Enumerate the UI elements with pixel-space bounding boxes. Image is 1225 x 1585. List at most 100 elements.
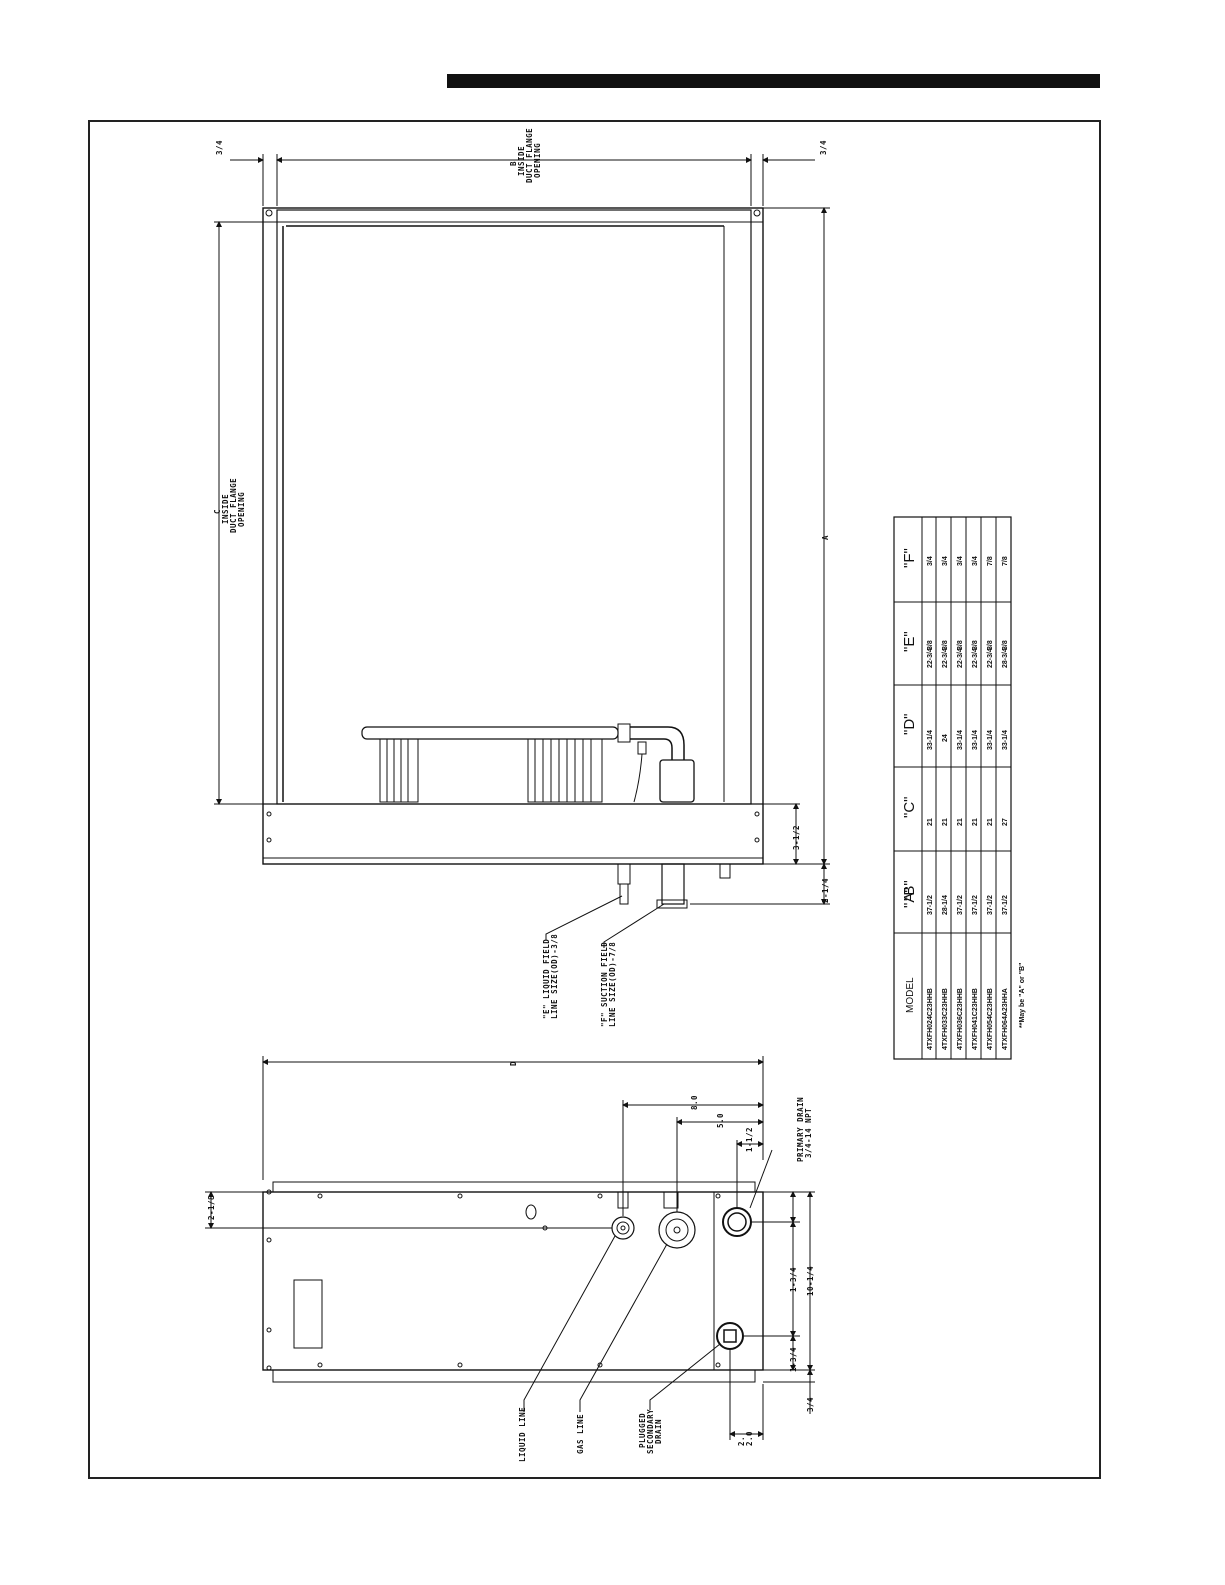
c-line3: OPENING [237,492,246,527]
front-inner-opening [276,209,752,805]
c-line2: DUCT FLANGE [229,478,238,533]
table-cell: 28-3/4 [1002,648,1009,668]
dim-2-1-8: 2-1/8 [207,1195,216,1220]
table-header-f: "F" [901,548,918,568]
dim-2-0-a: 2. [737,1436,746,1446]
table-cell: 3/8 [987,640,994,650]
dim-1-3-4-b: 1-3/4 [789,1347,798,1372]
table-cell: 4TXFH041C23HHB [972,988,979,1050]
table-cell: 3/8 [927,640,934,650]
primary-drain-callout-1: PRIMARY DRAIN [796,1097,805,1162]
table-cell: 33-1/4 [972,730,979,750]
dim-1-1-2: 1-1/2 [745,1127,754,1152]
c-line1: INSIDE [221,494,230,524]
table-cell: 3/4 [942,556,949,566]
suction-field-callout-2: LINE SIZE(OD)-7/8 [608,942,617,1027]
dim-10-1-4: 10-1/4 [806,1266,815,1296]
primary-drain-callout-2: 3/4-14 NPT [804,1108,813,1158]
table-cell: 21 [957,818,964,826]
plugged-callout-2: SECONDARY [646,1409,655,1454]
table-cell: 33-1/4 [927,730,934,750]
table-cell: 4TXFH036C23HHB [957,988,964,1050]
table-header-model: MODEL [905,977,916,1013]
front-view [262,207,764,909]
table-cell: 7/8 [987,556,994,566]
table-cell: 3/8 [942,640,949,650]
table-cell: 33-1/4 [957,730,964,750]
table-cell: 33-1/4 [987,730,994,750]
b-letter: B [509,161,518,166]
table-header-d: "D" [901,714,918,735]
dim-5-0: 5.0 [716,1113,725,1128]
side-casing [262,1191,764,1371]
table-header-c: "C" [901,797,918,818]
suction-field-callout-1: "F" SUCTION FIELD [600,942,609,1027]
gas-line-callout: GAS LINE [576,1414,585,1454]
a-letter: A [821,535,830,540]
header-rule [447,74,1100,88]
table-header-a: "A" [901,887,918,908]
table-cell: 22-3/4 [972,648,979,668]
liquid-line-callout: LIQUID LINE [518,1407,527,1462]
table-cell: 37-1/2 [927,895,934,915]
dimension-table: MODEL "A" "B" "C" "D" "E" "F" 4TXFH024C2… [893,516,1026,1060]
table-cell: 4TXFH064A23HHA [1002,988,1009,1050]
table-note: **May be "A" or "B" [1019,963,1026,1028]
front-outer-casing [262,207,764,865]
plugged-callout-3: DRAIN [654,1419,663,1444]
nameplate [293,1279,323,1349]
table-cell: 7/8 [1002,556,1009,566]
table-cell: 3/4 [972,556,979,566]
table-cell: 22-3/4 [987,648,994,668]
d-letter: D [509,1061,518,1066]
table-cell: 21 [942,818,949,826]
b-line3: OPENING [533,143,542,178]
table-cell: 3/4 [957,556,964,566]
table-cell: 3/8 [1002,640,1009,650]
table-cell: 4TXFH024C23HHB [927,988,934,1050]
dim-1-3-4-a: 1-3/4 [789,1267,798,1292]
b-line1: INSIDE [517,146,526,176]
side-dimensions: D 8.0 5.0 1-1/2 2-1/8 1-3/4 1-3/4 10-1/4… [205,1056,815,1446]
side-view [262,1181,764,1383]
dim-3-4: 3/4 [806,1397,815,1412]
drawing-frame [88,120,1101,1479]
flange-left-label: 3/4 [215,140,224,155]
table-cell: 3/8 [957,640,964,650]
table-cell: 22-3/4 [927,648,934,668]
table-cell: 4TXFH054C23HHB [987,988,994,1050]
table-cell: 37-1/2 [987,895,994,915]
table-cell: 4TXFH033C23HHB [942,988,949,1050]
table-cell: 37-1/2 [972,895,979,915]
flange-right-label: 3/4 [819,140,828,155]
liquid-field-callout-2: LINE SIZE(OD)-3/8 [550,934,559,1019]
b-line2: DUCT FLANGE [525,128,534,183]
front-connectors [617,863,731,909]
table-cell: 24 [942,734,949,742]
front-callouts: "E" LIQUID FIELD LINE SIZE(OD)-3/8 "F" S… [542,895,665,1027]
table-cell: 22-3/4 [957,648,964,668]
coil-assembly [361,723,695,803]
dim-8-0: 8.0 [690,1095,699,1110]
dim-3-1-2: 3-1/2 [792,825,801,850]
table-cell: 21 [972,818,979,826]
plugged-callout-1: PLUGGED [638,1413,647,1448]
table-cell: 37-1/2 [1002,895,1009,915]
side-callouts: PRIMARY DRAIN 3/4-14 NPT LIQUID LINE GAS… [518,1097,813,1462]
table-header-e: "E" [901,631,918,652]
table-cell: 28-1/4 [942,895,949,915]
dim-2-0: 2.0 [745,1431,754,1446]
table-cell: 3/4 [927,556,934,566]
front-dimensions: 3/4 3/4 B INSIDE DUCT FLANGE OPENING C I… [213,128,830,905]
table-cell: 3/8 [972,640,979,650]
table-cell: 21 [927,818,934,826]
table-cell: 22-3/4 [942,648,949,668]
dim-2-1-4: 2-1/4 [821,878,830,903]
table-cell: 37-1/2 [957,895,964,915]
liquid-field-callout-1: "E" LIQUID FIELD [542,939,551,1019]
table-cell: 21 [987,818,994,826]
table-cell: 27 [1002,818,1009,826]
c-letter: C [213,509,222,514]
table-header-b: "B" [901,880,918,901]
